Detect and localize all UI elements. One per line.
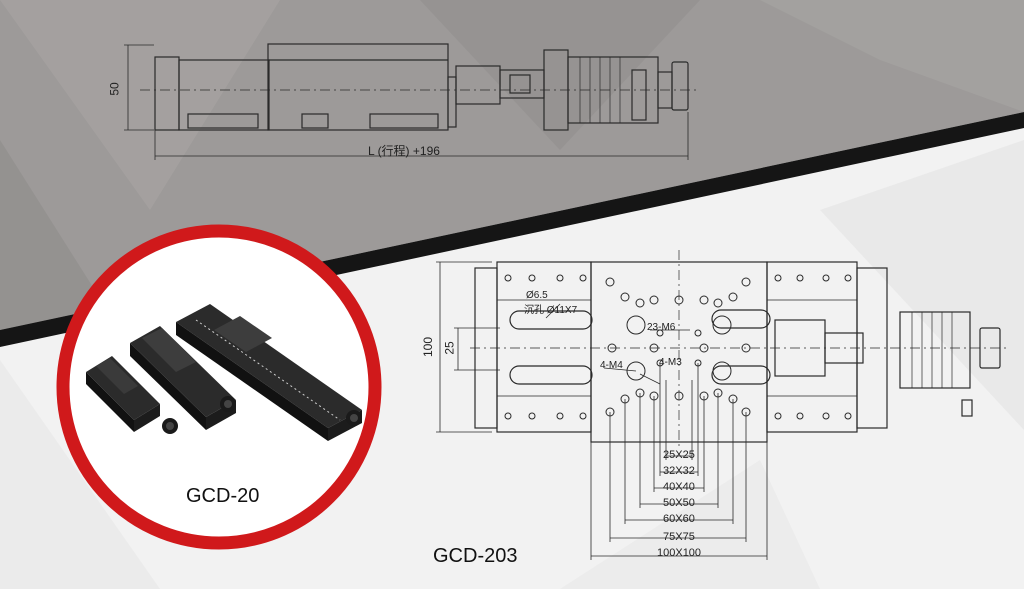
product-caption: GCD-20 (186, 485, 260, 507)
pitch-label-75: 75X75 (663, 531, 695, 543)
drawing-caption: GCD-203 (433, 545, 518, 567)
top-length-dimension: L (行程) +196 (368, 144, 440, 158)
gcd-20-stage-large (176, 304, 362, 441)
plan-inner-dimension: 25 (442, 341, 457, 355)
gcd-20-stage-small (86, 356, 178, 434)
pitch-label-100: 100X100 (657, 547, 702, 559)
thread-m6-label: 23-M6 (647, 322, 676, 333)
pitch-label-40: 40X40 (663, 481, 695, 493)
top-height-dimension: 50 (107, 82, 122, 96)
gcd-20-stage-medium (130, 326, 236, 430)
product-photo (56, 224, 382, 550)
side-view-drawing (124, 43, 700, 160)
pitch-label-50: 50X50 (663, 497, 695, 509)
thread-m3-label: 4-M3 (659, 357, 682, 368)
plan-width-dimension: 100 (421, 336, 436, 358)
pitch-label-32: 32X32 (663, 465, 695, 477)
pitch-label-60: 60X60 (663, 513, 695, 525)
thread-m4-label: 4-M4 (600, 360, 623, 371)
hole-diameter-label: Ø6.5 (526, 290, 548, 301)
pitch-label-25: 25X25 (663, 449, 695, 461)
counterbore-label: 沉孔 Ø11X7 (524, 305, 578, 316)
plan-view-drawing (436, 250, 1010, 560)
